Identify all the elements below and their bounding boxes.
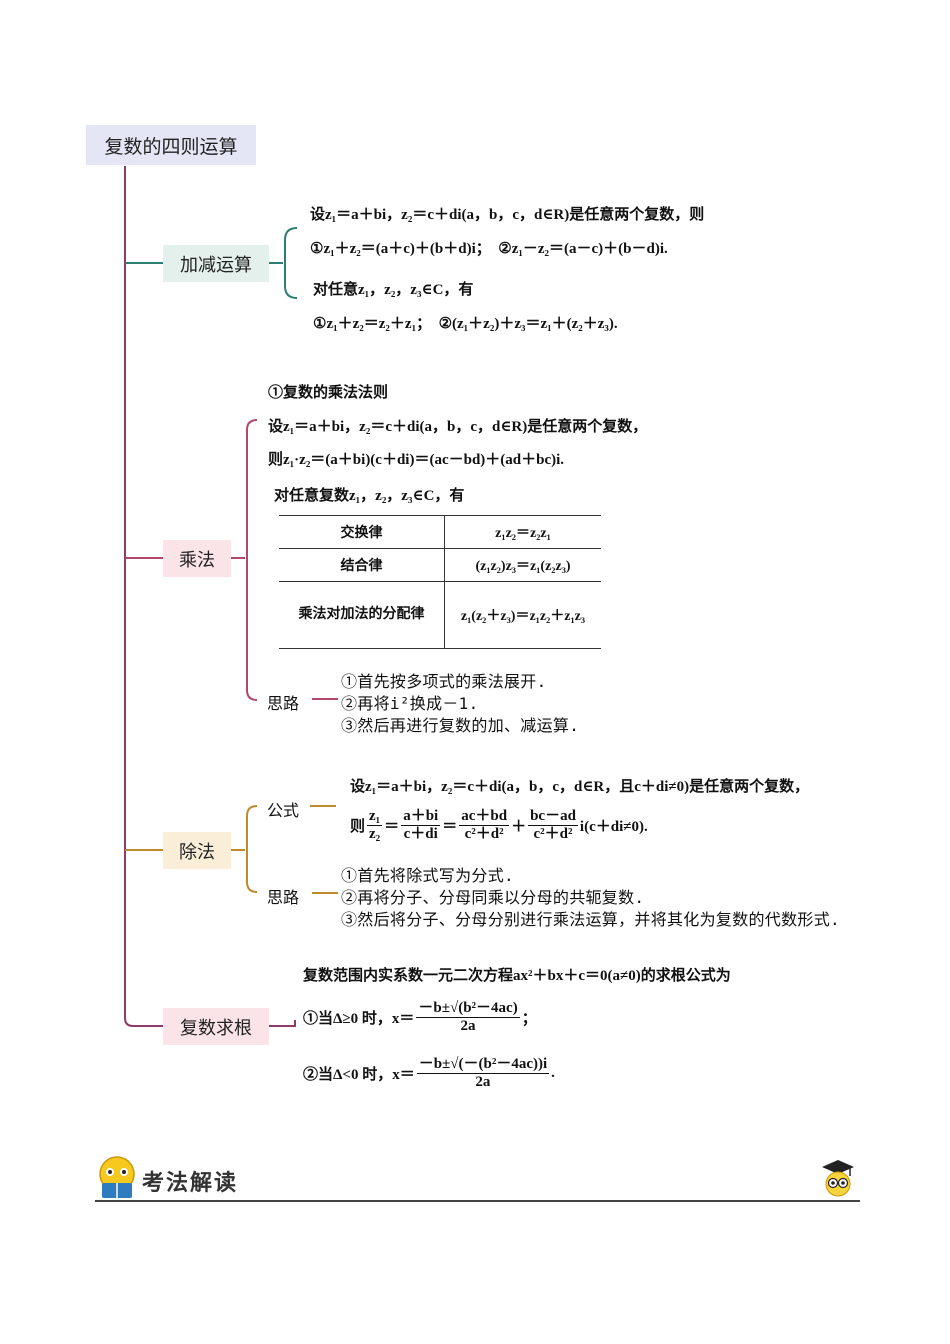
denominator: c²＋d²	[464, 826, 504, 842]
bracket-div	[231, 805, 258, 893]
denominator: c＋di	[403, 826, 438, 842]
trunk-line	[124, 166, 163, 1027]
numerator: a＋bi	[401, 808, 441, 826]
graduate-owl-icon	[822, 1160, 854, 1197]
law-name: 乘法对加法的分配律	[279, 581, 445, 649]
root-case-2-pre: ②当Δ<0 时，x＝	[303, 1067, 415, 1083]
denominator: c²＋d²	[533, 826, 573, 842]
bracket-mul	[231, 419, 258, 701]
table-row: 交换律 z₁z₂＝z₂z₁	[279, 515, 601, 549]
equals-sign: ＝	[442, 819, 458, 835]
numerator: －b±√(－(b²－4ac))i	[416, 1056, 550, 1074]
mul-idea-label: 思路	[267, 694, 300, 713]
mul-law-table: 交换律 z₁z₂＝z₂z₁ 结合律 (z₁z₂)z₃＝z₁(z₂z₃) 乘法对加…	[279, 515, 601, 649]
numerator: bc－ad	[528, 808, 578, 826]
root-heading: 复数范围内实系数一元二次方程ax²＋bx＋c＝0(a≠0)的求根公式为	[303, 968, 731, 984]
denominator: z₂	[369, 826, 381, 842]
footer-title: 考法解读	[142, 1170, 239, 1196]
add-line2: ①z₁＋z₂＝(a＋c)＋(b＋d)i； ②z₁－z₂＝(a－c)＋(b－d)i…	[310, 241, 668, 257]
mul-idea-3: ③然后再进行复数的加、减运算.	[341, 716, 580, 735]
law-formula: z₁z₂＝z₂z₁	[444, 515, 601, 549]
div-formula-label: 公式	[267, 801, 300, 820]
numerator: ac＋bd	[459, 808, 510, 826]
root-case-2-end: .	[551, 1065, 555, 1081]
mul-line1: 设z₁＝a＋bi，z₂＝c＋di(a，b，c，d∈R)是任意两个复数，	[268, 419, 648, 435]
div-pre: 则	[350, 819, 366, 835]
law-name: 交换律	[279, 515, 445, 549]
numerator: z₁	[367, 808, 383, 826]
mul-idea-2: ②再将i²换成－1.	[341, 694, 479, 713]
div-idea-2: ②再将分子、分母同乘以分母的共轭复数.	[341, 888, 645, 907]
mul-line3: 对任意复数z₁，z₂，z₃∈C，有	[274, 488, 465, 504]
law-formula: z₁(z₂＋z₃)＝z₁z₂＋z₁z₃	[444, 581, 601, 649]
mul-idea-1: ①首先按多项式的乘法展开.	[341, 672, 547, 691]
div-line1: 设z₁＝a＋bi，z₂＝c＋di(a，b，c，d∈R，且c＋di≠0)是任意两个…	[350, 779, 810, 795]
root-case-1-pre: ①当Δ≥0 时，x＝	[303, 1011, 415, 1027]
denominator: 2a	[475, 1074, 491, 1090]
equals-sign: ＝	[384, 819, 400, 835]
table-row: 结合律 (z₁z₂)z₃＝z₁(z₂z₃)	[279, 548, 601, 582]
law-name: 结合律	[279, 548, 445, 582]
root-frac-1: －b±√(b²－4ac)2a	[416, 1000, 520, 1035]
mul-heading: ①复数的乘法法则	[268, 385, 389, 401]
root-label: 复数求根	[163, 1008, 269, 1045]
div-idea-label: 思路	[267, 888, 300, 907]
footer-divider	[95, 1200, 860, 1202]
mul-line2: 则z₁·z₂＝(a＋bi)(c＋di)＝(ac－bd)＋(ad＋bc)i.	[268, 452, 565, 468]
div-tail: i(c＋di≠0).	[579, 819, 648, 835]
add-line1: 设z₁＝a＋bi，z₂＝c＋di(a，b，c，d∈R)是任意两个复数，则	[310, 207, 705, 223]
bracket-add	[269, 227, 298, 299]
table-row: 乘法对加法的分配律 z₁(z₂＋z₃)＝z₁z₂＋z₁z₃	[279, 581, 601, 649]
root-case-1-end: ；	[521, 1011, 537, 1027]
div-label: 除法	[163, 832, 231, 869]
main-title: 复数的四则运算	[86, 125, 256, 165]
denominator: 2a	[460, 1018, 476, 1034]
div-idea-1: ①首先将除式写为分式.	[341, 866, 514, 885]
root-connector	[269, 1020, 296, 1027]
add-label: 加减运算	[163, 245, 269, 282]
add-line3: 对任意z₁，z₂，z₃∈C，有	[313, 282, 474, 298]
law-formula: (z₁z₂)z₃＝z₁(z₂z₃)	[444, 548, 601, 582]
add-line4: ①z₁＋z₂＝z₂＋z₁； ②(z₁＋z₂)＋z₃＝z₁＋(z₂＋z₃).	[313, 316, 618, 332]
mul-label: 乘法	[163, 540, 231, 577]
plus-sign: ＋	[511, 819, 527, 835]
numerator: －b±√(b²－4ac)	[416, 1000, 520, 1018]
root-case-1: ①当Δ≥0 时，x＝ －b±√(b²－4ac)2a ；	[303, 1000, 537, 1035]
reading-mascot-icon	[99, 1156, 135, 1198]
div-idea-3: ③然后将分子、分母分别进行乘法运算，并将其化为复数的代数形式.	[341, 910, 840, 929]
